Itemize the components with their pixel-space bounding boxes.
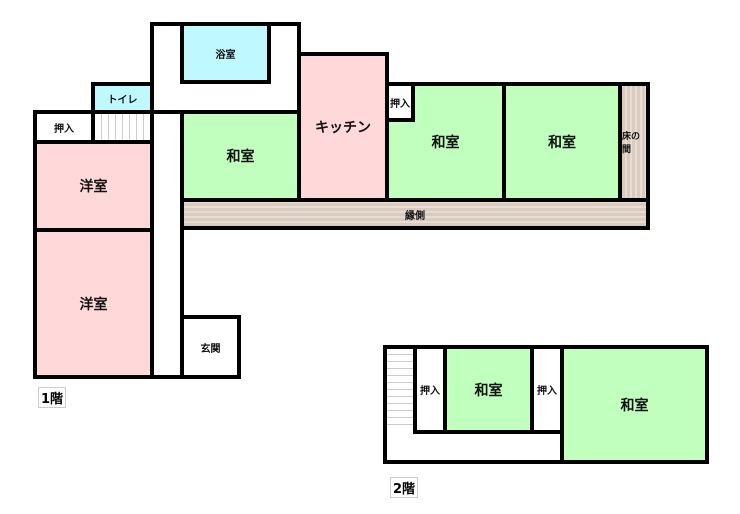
room-2f-japanese-1: 和室: [443, 345, 534, 434]
room-western-1: 洋室: [33, 140, 154, 232]
room-entrance: 玄関: [180, 315, 241, 379]
wall: [180, 228, 184, 379]
room-2f-closet-2: 押入: [530, 345, 564, 434]
room-tokonoma: 床の間: [618, 82, 650, 202]
room-closet-left: 押入: [33, 110, 95, 144]
room-bath: 浴室: [180, 22, 271, 84]
floor-label-2f: 2階: [390, 477, 419, 498]
room-western-2: 洋室: [33, 228, 154, 379]
room-engawa: 縁側: [180, 198, 650, 230]
stairs-1f: [95, 114, 150, 140]
room-japanese-1: 和室: [180, 110, 301, 202]
floor-label-1f: 1階: [38, 387, 67, 408]
room-2f-closet-1: 押入: [413, 345, 447, 434]
room-japanese-3: 和室: [502, 82, 622, 202]
room-kitchen: キッチン: [297, 52, 389, 202]
corridor: [150, 110, 184, 379]
stairs-2f: [387, 349, 415, 431]
room-2f-japanese-2: 和室: [560, 345, 709, 464]
room-toilet: トイレ: [91, 82, 154, 114]
room-closet-right: 押入: [385, 82, 415, 122]
